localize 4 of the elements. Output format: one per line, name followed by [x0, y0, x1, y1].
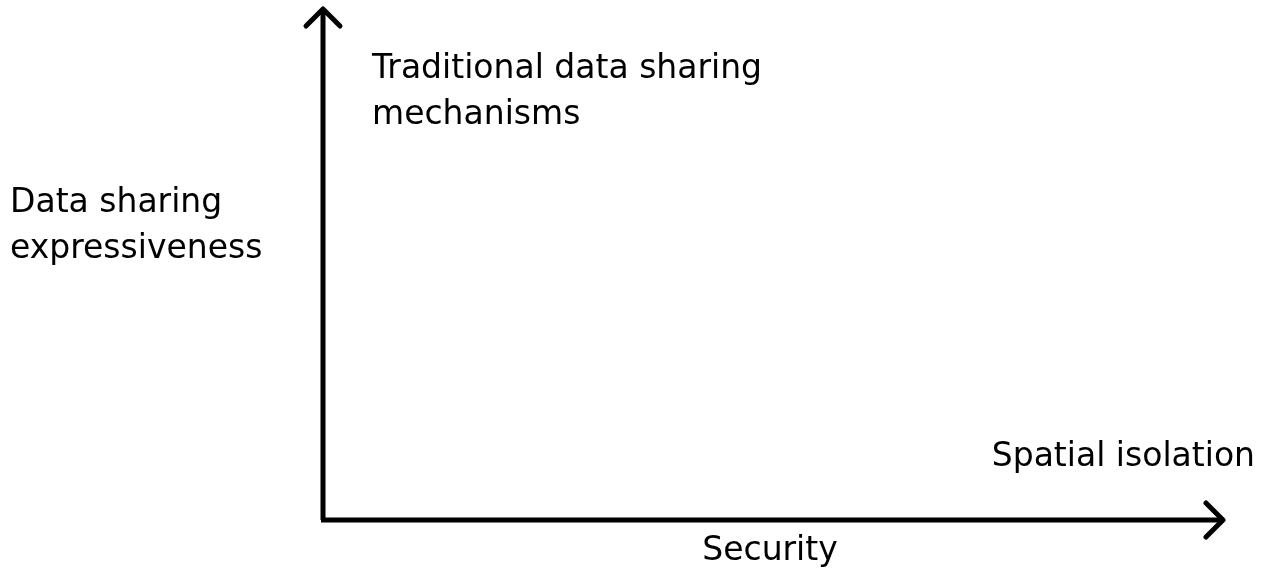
- axis-label: Data sharing expressiveness: [10, 180, 264, 268]
- region-label: Spatial isolation: [991, 434, 1255, 476]
- axis-label: Security: [702, 528, 838, 570]
- region-label: Traditional data sharing mechanisms: [372, 46, 764, 134]
